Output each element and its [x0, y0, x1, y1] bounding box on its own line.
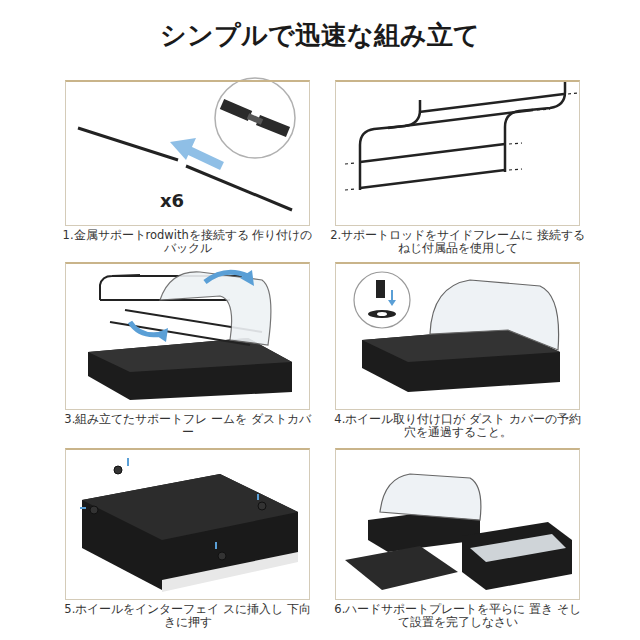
step-panel: 3.組み立てたサポートフレ ームを ダストカバー [65, 262, 310, 410]
quantity-label: x6 [160, 190, 184, 211]
title: シンプルで迅速な組み立て [0, 18, 640, 53]
step-panel: 2.サポートロッドをサイドフレームに 接続する ねじ付属品を使用して [335, 80, 580, 226]
step-caption: 3.組み立てたサポートフレ ームを ダストカバー [60, 413, 315, 439]
wheel-hole-figure [354, 272, 560, 392]
tray-assembly-figure [88, 270, 292, 400]
rods-figure [78, 78, 295, 210]
step-panel: 6.ハードサポートプレートを平らに 置き そして設置を完了しなさい [335, 448, 580, 600]
step-panel: 1.金属サポートrodwithを接続する 作り付けのバックル [65, 80, 310, 226]
step-panel: 4.ホイール取り付け口が ダスト カバーの予約穴を通過すること。 [335, 262, 580, 410]
step-caption: 6.ハードサポートプレートを平らに 置き そして設置を完了しなさい [330, 603, 585, 629]
step-caption: 2.サポートロッドをサイドフレームに 接続する ねじ付属品を使用して [330, 229, 585, 255]
frame-figure [345, 82, 578, 190]
wheel-insert-figure [80, 458, 298, 592]
step-panel: 5.ホイールをインターフェイ スに挿入し 下向きに押す [65, 448, 310, 600]
step-caption: 5.ホイールをインターフェイ スに挿入し 下向きに押す [60, 603, 315, 629]
step-caption: 4.ホイール取り付け口が ダスト カバーの予約穴を通過すること。 [330, 413, 585, 439]
step-caption: 1.金属サポートrodwithを接続する 作り付けのバックル [60, 229, 315, 255]
final-setup-figure [345, 474, 572, 590]
